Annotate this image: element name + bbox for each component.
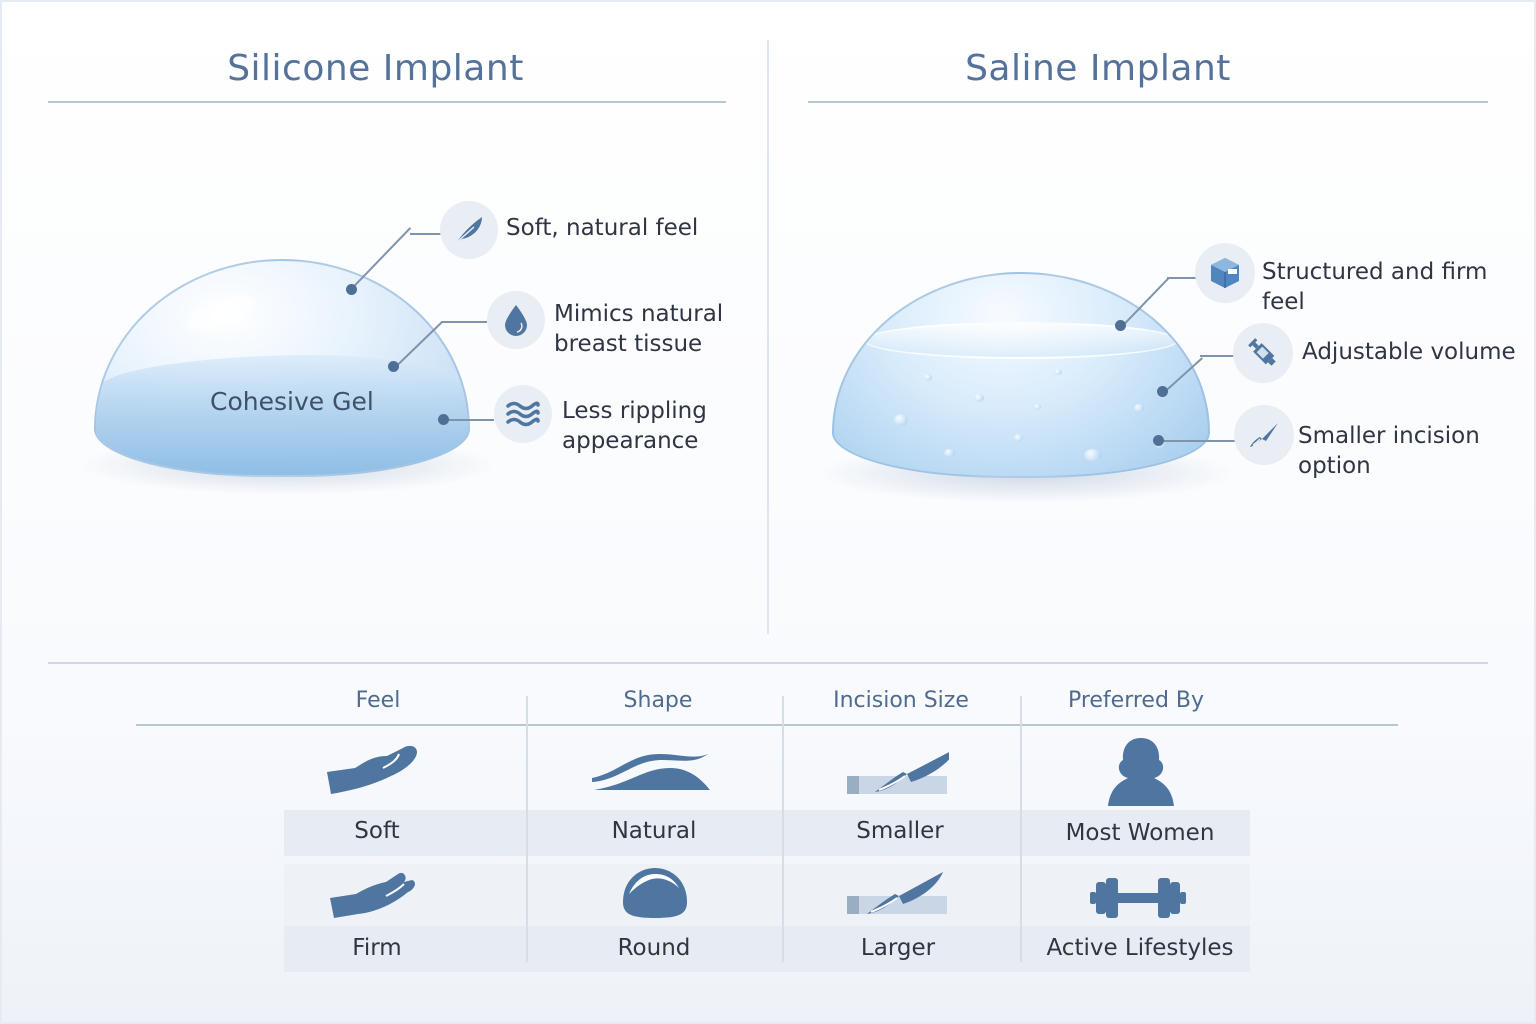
scalpel-icon	[1234, 405, 1294, 465]
callout-dot	[1115, 320, 1126, 331]
dome-highlight	[184, 289, 258, 337]
water-bubble	[944, 449, 955, 457]
column-separator	[526, 696, 528, 962]
round-shape-icon	[619, 866, 691, 924]
callout-text: Less rippling appearance	[562, 396, 707, 456]
callout-line: Mimics natural	[554, 301, 724, 327]
syringe-icon	[1233, 323, 1293, 383]
water-bubble	[924, 374, 932, 381]
column-header-preferred-by: Preferred By	[1067, 688, 1205, 713]
callout-text: Mimics natural breast tissue	[554, 299, 723, 359]
dumbbell-icon	[1090, 876, 1186, 924]
callout-text: Soft, natural feel	[506, 215, 699, 241]
cell-preferred-value: Active Lifestyles	[1046, 935, 1234, 961]
water-drop-icon	[487, 291, 545, 349]
water-surface	[863, 322, 1179, 359]
callout-dot	[388, 361, 399, 372]
callout-leader-line	[444, 419, 494, 421]
saline-title: Saline Implant	[965, 48, 1231, 89]
row-icon-band	[284, 864, 1250, 926]
section-divider-horizontal	[48, 662, 1488, 664]
column-header-shape: Shape	[623, 688, 693, 713]
saline-dome	[832, 272, 1210, 478]
callout-text: Smaller incision option	[1298, 423, 1480, 479]
feather-icon	[440, 201, 498, 259]
silicone-title: Silicone Implant	[227, 48, 524, 89]
callout-line: appearance	[562, 428, 699, 454]
saline-implant-illustration	[816, 268, 1236, 503]
row-label-band	[284, 926, 1250, 972]
row-label-band	[284, 810, 1250, 856]
callout-leader-line	[441, 321, 487, 323]
callout-dot	[438, 414, 449, 425]
water-bubble	[1034, 404, 1041, 410]
cube-icon	[1195, 243, 1255, 303]
callout-leader-line	[1160, 440, 1236, 442]
column-separator	[782, 696, 784, 962]
small-incision-scalpel-icon	[847, 746, 957, 800]
column-header-feel: Feel	[355, 688, 401, 713]
water-bubble	[1014, 434, 1023, 442]
saline-title-rule	[808, 101, 1488, 103]
water-bubble	[894, 414, 908, 426]
silicone-title-rule	[48, 101, 726, 103]
callout-leader-line	[1200, 355, 1234, 357]
cupped-hand-icon	[325, 742, 421, 802]
silicone-dome	[94, 259, 470, 477]
cell-incision-value: Smaller	[856, 818, 944, 844]
natural-shape-icon	[590, 748, 712, 796]
cohesive-gel-layer	[96, 355, 468, 475]
large-incision-scalpel-icon	[847, 870, 949, 922]
callout-leader-line	[410, 233, 442, 235]
cell-preferred-value: Most Women	[1065, 820, 1215, 846]
gel-label: Cohesive Gel	[210, 387, 374, 416]
callout-dot	[346, 284, 357, 295]
callout-leader-line	[1167, 277, 1197, 279]
waves-icon	[494, 385, 552, 443]
water-bubble	[974, 394, 984, 402]
callout-line: Less rippling	[562, 398, 707, 424]
water-bubble	[1134, 404, 1144, 412]
header-rule	[136, 724, 1398, 726]
water-bubble	[1054, 369, 1062, 375]
column-separator	[1020, 696, 1022, 962]
cell-feel-value: Soft	[354, 818, 400, 844]
cell-shape-value: Round	[617, 935, 691, 961]
column-header-incision-size: Incision Size	[833, 688, 969, 713]
callout-dot	[1157, 386, 1168, 397]
open-hand-icon	[328, 872, 416, 926]
callout-line: breast tissue	[554, 331, 703, 357]
water-bubble	[1084, 449, 1102, 461]
cell-feel-value: Firm	[352, 935, 402, 961]
silicone-implant-illustration: Cohesive Gel	[78, 255, 498, 495]
section-divider	[767, 40, 769, 634]
callout-text: Adjustable volume	[1302, 339, 1516, 365]
cell-shape-value: Natural	[611, 818, 697, 844]
cell-incision-value: Larger	[860, 935, 936, 961]
callout-dot	[1153, 435, 1164, 446]
callout-text: Structured and firm feel	[1262, 259, 1488, 315]
woman-icon	[1106, 736, 1176, 812]
